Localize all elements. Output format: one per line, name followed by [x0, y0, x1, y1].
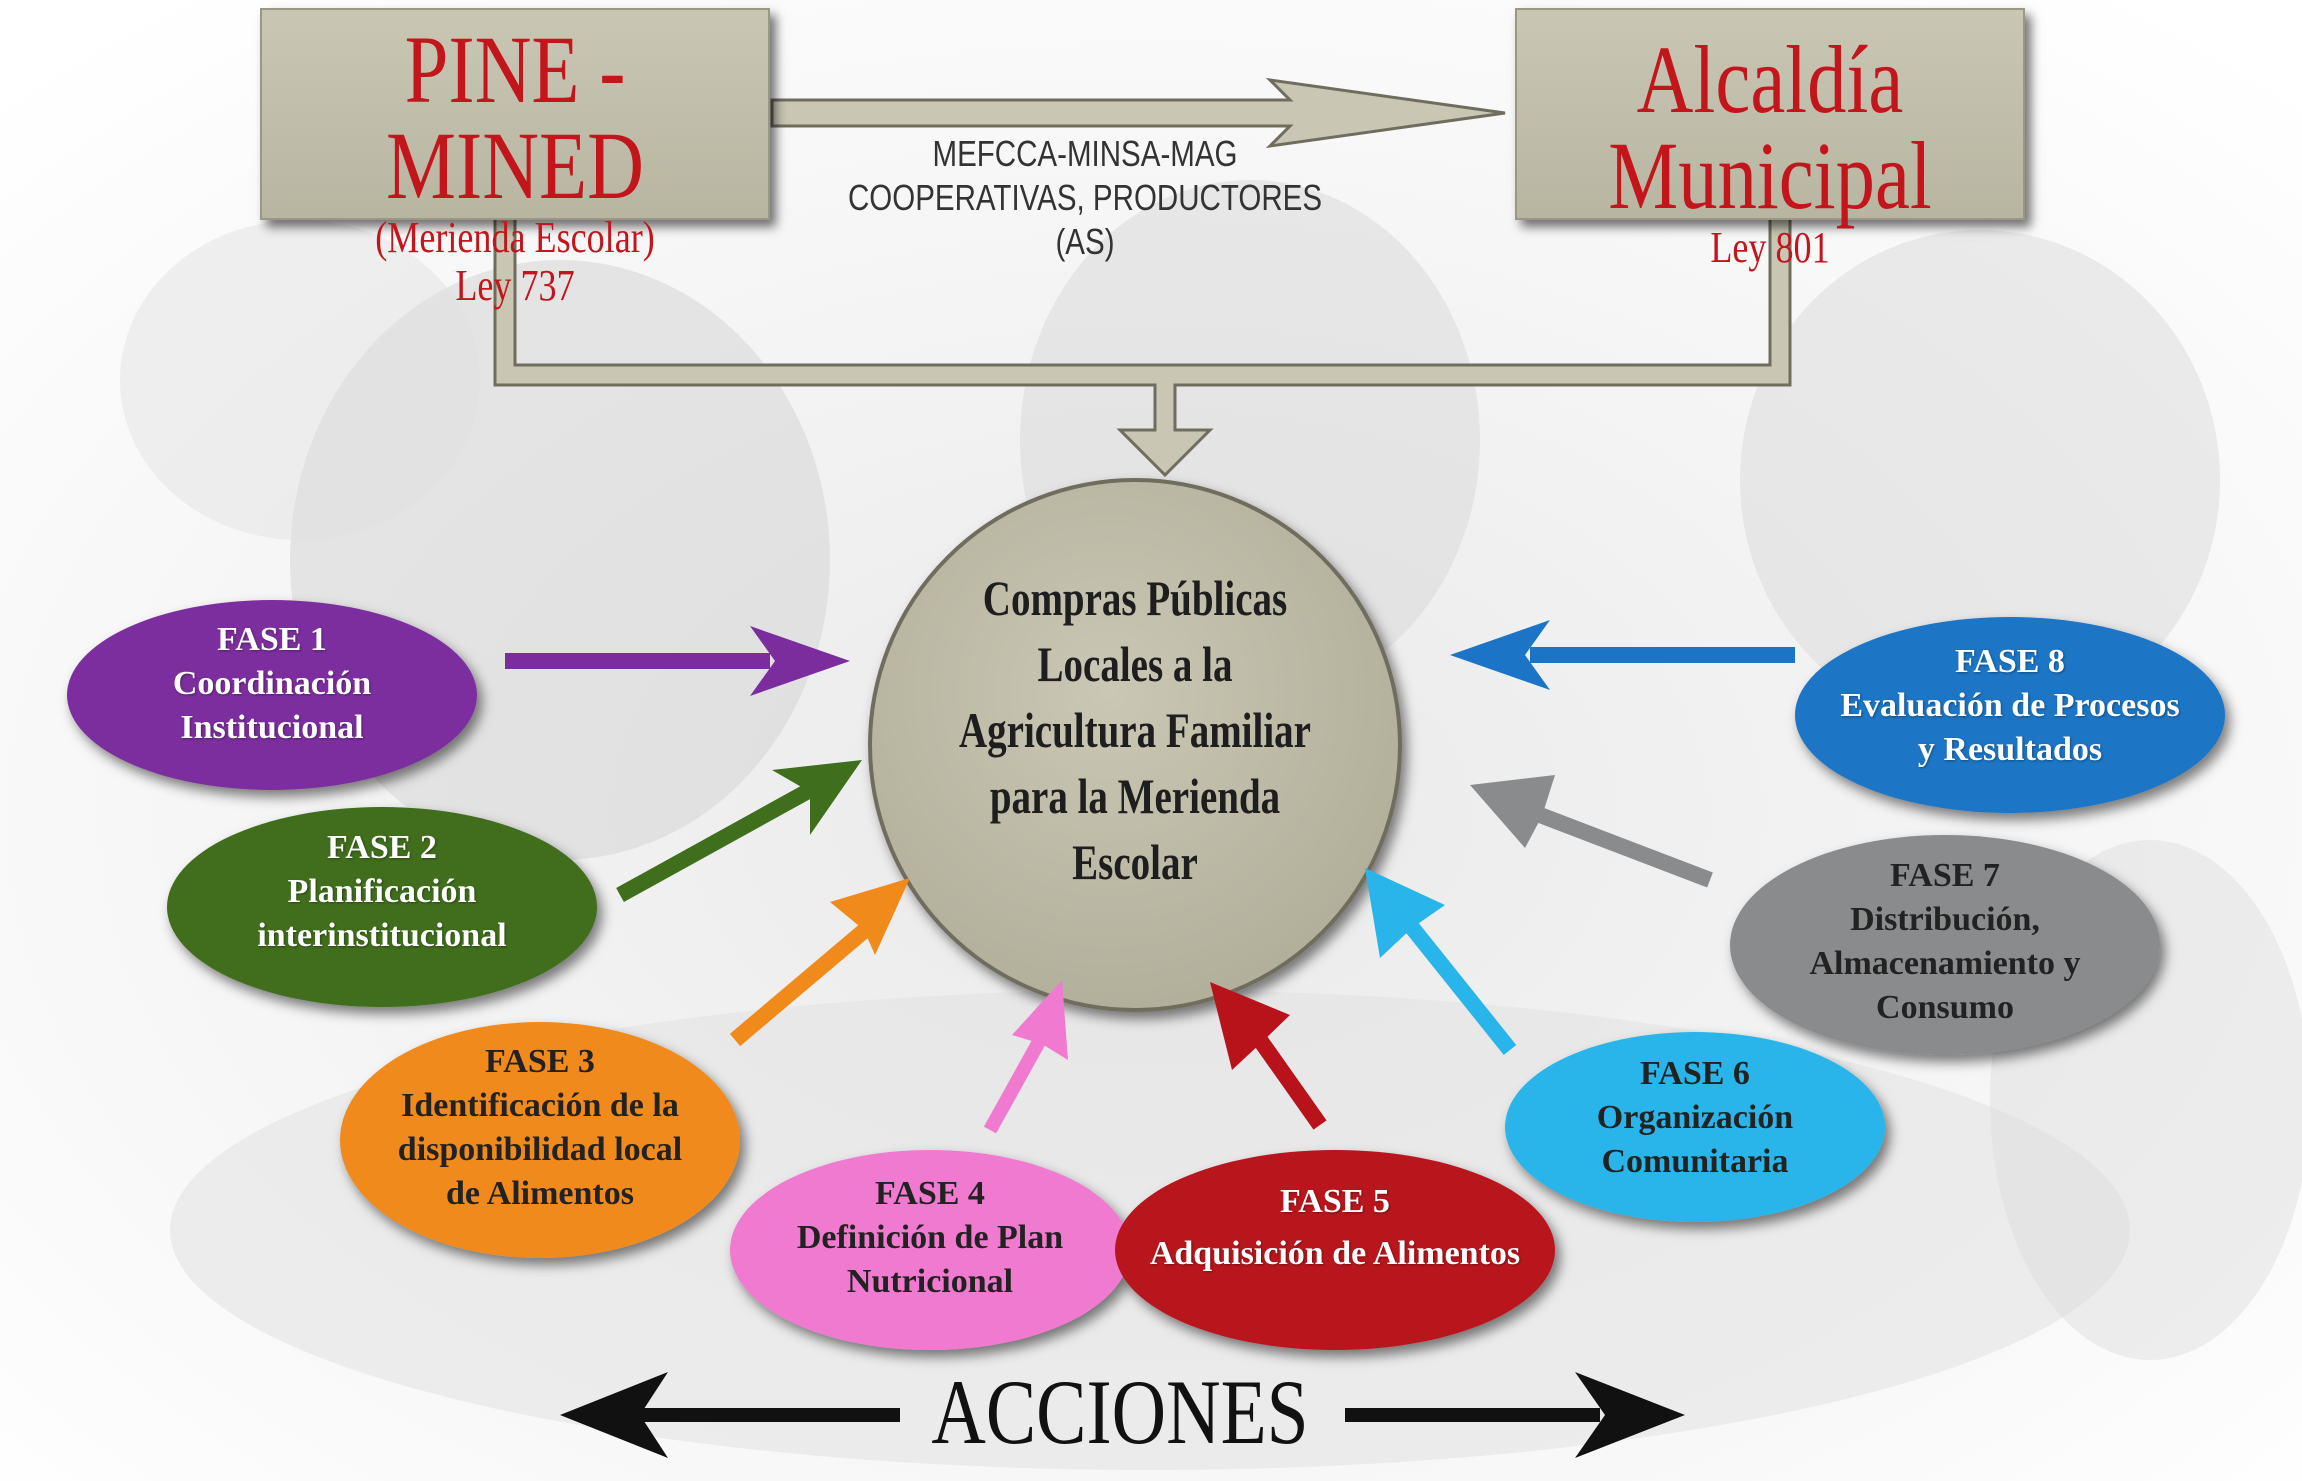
center-line-2: Locales a la — [1037, 636, 1233, 692]
phase-2-ellipse — [167, 807, 597, 1007]
phase-5-line-1: Adquisición de Alimentos — [1149, 1235, 1521, 1272]
phase-8-label: FASE 8 — [1955, 643, 2065, 680]
center-title: Compras Públicas Locales a la Agricultur… — [940, 565, 1330, 895]
alcaldia-box: Alcaldía Municipal Ley 801 — [1515, 8, 2025, 272]
center-line-3: Agricultura Familiar — [958, 702, 1311, 758]
phase-2-line-2: interinstitucional — [257, 917, 507, 954]
phase-2-line-1: Planificación — [287, 873, 477, 910]
phase-1-ellipse — [67, 600, 477, 790]
phase-3-arrow — [729, 878, 910, 1047]
alcaldia-law: Ley 801 — [1710, 223, 1830, 272]
phase-4-line-1: Definición de Plan — [796, 1219, 1064, 1256]
phase-6-arrow — [1365, 868, 1517, 1055]
phase-5-arrow — [1210, 982, 1327, 1130]
acciones-label: ACCIONES — [931, 1361, 1309, 1463]
phase-7-arrow — [1470, 775, 1713, 888]
phase-3-label: FASE 3 — [485, 1043, 595, 1080]
phase-7-ellipse — [1730, 835, 2160, 1055]
phase-7-line-2: Almacenamiento y — [1809, 945, 2081, 982]
phase-1-line-2: Institucional — [180, 709, 364, 746]
phase-8-text: FASE 8 Evaluación de Procesos y Resultad… — [1800, 640, 2220, 772]
phase-4-text: FASE 4 Definición de Plan Nutricional — [740, 1172, 1120, 1304]
phase-8-line-2: y Resultados — [1917, 731, 2103, 768]
link-label-line-1: MEFCCA-MINSA-MAG — [932, 133, 1238, 174]
top-connector — [493, 213, 1792, 478]
phase-6-ellipse — [1505, 1032, 1885, 1222]
center-line-4: para la Merienda — [989, 768, 1281, 824]
phase-1-text: FASE 1 Coordinación Institucional — [82, 618, 462, 750]
acciones-arrows — [560, 1372, 1685, 1458]
pine-mined-subtitle: (Merienda Escolar) — [375, 213, 655, 262]
phase-7-label: FASE 7 — [1890, 857, 2000, 894]
phase-7-text: FASE 7 Distribución, Almacenamiento y Co… — [1745, 854, 2145, 1030]
phase-7-line-1: Distribución, — [1850, 901, 2040, 938]
phase-3-ellipse — [340, 1022, 740, 1258]
link-label-line-2: COOPERATIVAS, PRODUCTORES (AS) — [847, 177, 1323, 262]
phase-2-text: FASE 2 Planificación interinstitucional — [182, 826, 582, 958]
phase-2-arrow — [616, 760, 862, 903]
phase-2-label: FASE 2 — [327, 829, 437, 866]
pine-mined-title: PINE - MINED — [386, 16, 644, 219]
phase-4-label: FASE 4 — [875, 1175, 985, 1212]
phase-3-line-2: disponibilidad local — [397, 1131, 683, 1168]
center-line-1: Compras Públicas — [982, 570, 1288, 626]
phase-8-ellipse — [1795, 617, 2225, 813]
phase-6-label: FASE 6 — [1640, 1055, 1750, 1092]
phase-1-label: FASE 1 — [217, 621, 327, 658]
link-label: MEFCCA-MINSA-MAG COOPERATIVAS, PRODUCTOR… — [827, 132, 1344, 264]
phase-5-text: FASE 5 Adquisición de Alimentos — [1130, 1180, 1540, 1276]
phase-4-line-2: Nutricional — [846, 1263, 1014, 1300]
phase-3-line-3: de Alimentos — [446, 1175, 634, 1212]
phase-8-arrow — [1450, 620, 1795, 690]
center-circle — [868, 478, 1402, 1012]
pine-mined-law: Ley 737 — [455, 261, 575, 310]
phase-3-text: FASE 3 Identificación de la disponibilid… — [350, 1040, 730, 1216]
phase-1-arrow — [505, 626, 850, 696]
phase-8-line-1: Evaluación de Procesos — [1840, 687, 2180, 724]
center-line-5: Escolar — [1072, 834, 1198, 890]
phase-7-line-3: Consumo — [1876, 989, 2014, 1026]
phase-arrows — [505, 620, 1795, 1134]
phase-6-line-1: Organización — [1596, 1099, 1794, 1136]
phase-4-ellipse — [730, 1150, 1130, 1350]
pine-mined-box: PINE - MINED (Merienda Escolar) Ley 737 — [260, 8, 770, 310]
alcaldia-title: Alcaldía Municipal — [1608, 26, 1932, 229]
phase-4-arrow — [983, 980, 1068, 1134]
top-horizontal-arrow — [770, 77, 1506, 149]
phase-5-ellipse — [1115, 1150, 1555, 1350]
phase-6-line-2: Comunitaria — [1601, 1143, 1789, 1180]
phase-1-line-1: Coordinación — [172, 665, 372, 702]
phase-ellipses — [67, 600, 2225, 1350]
phase-3-line-1: Identificación de la — [401, 1087, 679, 1124]
phase-5-label: FASE 5 — [1280, 1183, 1390, 1220]
phase-6-text: FASE 6 Organización Comunitaria — [1515, 1052, 1875, 1184]
